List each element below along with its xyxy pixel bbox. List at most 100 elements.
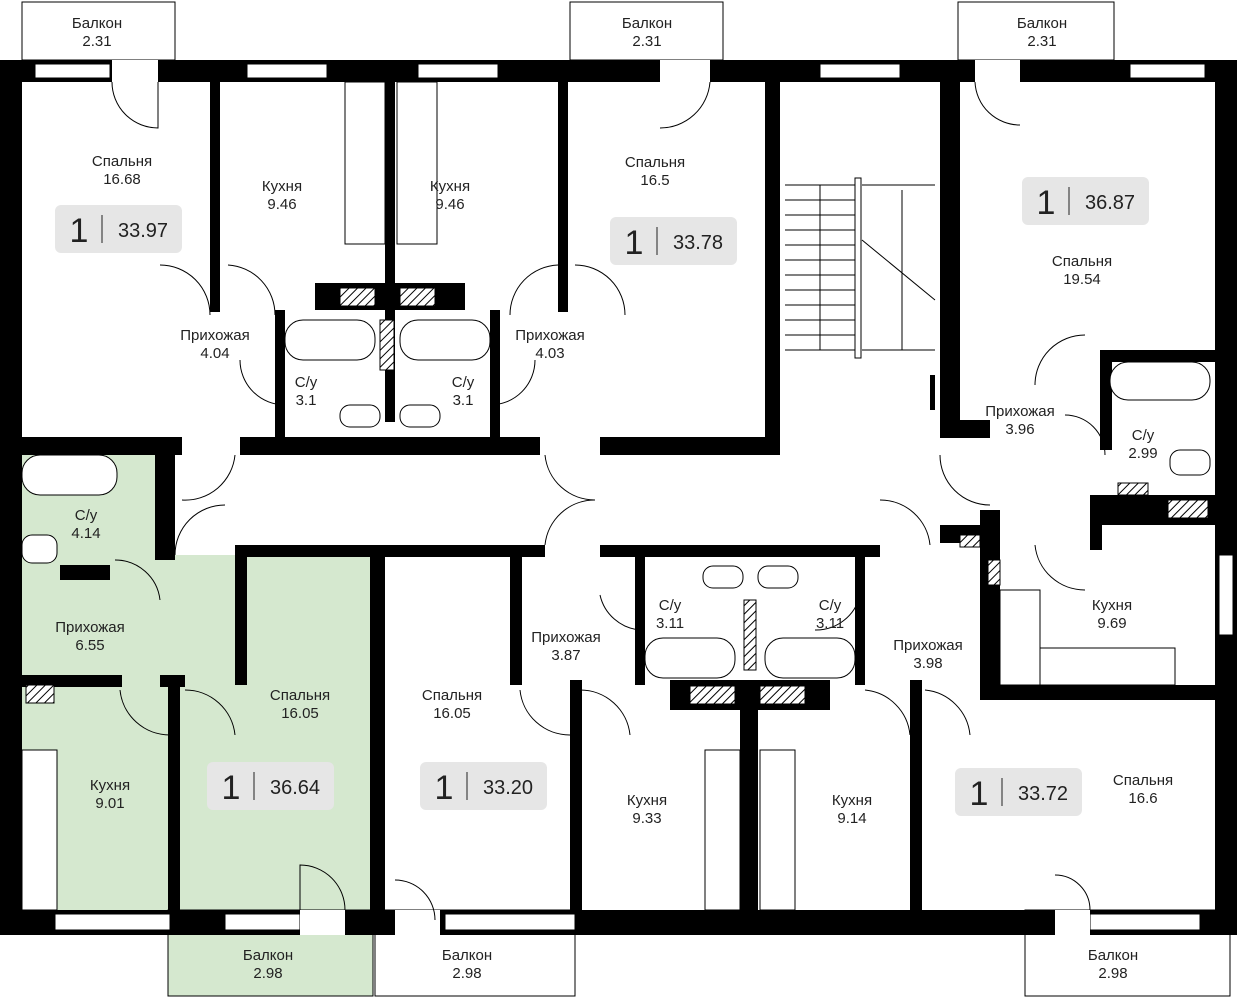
room-name: Прихожая xyxy=(531,629,601,646)
kitchen-counters xyxy=(21,81,1176,911)
room-area: 2.98 xyxy=(452,965,481,982)
room-name: Спальня xyxy=(270,687,330,704)
room-name: Балкон xyxy=(1017,15,1067,32)
room-name: С/у xyxy=(75,507,98,524)
badge-background xyxy=(610,217,737,265)
room-name: Спальня xyxy=(422,687,482,704)
room-name: Прихожая xyxy=(985,403,1055,420)
apartment-area: 33.97 xyxy=(118,220,168,242)
room-name: Балкон xyxy=(622,15,672,32)
apartment-area: 36.64 xyxy=(270,777,320,799)
room-name: Кухня xyxy=(90,777,130,794)
room-area: 2.31 xyxy=(82,33,111,50)
badge-background xyxy=(1022,177,1149,225)
room-name: Кухня xyxy=(262,178,302,195)
vent-shafts xyxy=(25,287,1209,705)
room-count: 1 xyxy=(1037,184,1056,222)
interior-walls xyxy=(22,82,1215,910)
room-area: 16.6 xyxy=(1128,790,1157,807)
room-area: 16.05 xyxy=(433,705,471,722)
room-name: Балкон xyxy=(442,947,492,964)
room-name: С/у xyxy=(819,597,842,614)
room-labels: Балкон2.31Балкон2.31Балкон2.31Спальня16.… xyxy=(55,15,1173,982)
room-count: 1 xyxy=(970,775,989,813)
room-area: 9.69 xyxy=(1097,615,1126,632)
room-area: 2.31 xyxy=(1027,33,1056,50)
room-name: Прихожая xyxy=(515,327,585,344)
room-area: 2.98 xyxy=(1098,965,1127,982)
badge-background xyxy=(955,768,1082,816)
room-area: 16.05 xyxy=(281,705,319,722)
room-area: 2.99 xyxy=(1128,445,1157,462)
badge-background xyxy=(207,762,334,810)
room-label: С/у3.11 xyxy=(656,597,684,632)
room-name: Спальня xyxy=(1113,772,1173,789)
windows xyxy=(34,63,1234,931)
room-area: 4.03 xyxy=(535,345,564,362)
room-area: 3.98 xyxy=(913,655,942,672)
room-label: С/у2.99 xyxy=(1128,427,1157,462)
room-label: С/у3.11 xyxy=(816,597,844,632)
highlighted-apartment[interactable] xyxy=(22,455,374,997)
room-name: С/у xyxy=(659,597,682,614)
apartment-area: 36.87 xyxy=(1085,192,1135,214)
room-name: Кухня xyxy=(430,178,470,195)
room-count: 1 xyxy=(70,212,89,250)
badge-background xyxy=(420,762,547,810)
room-area: 2.98 xyxy=(253,965,282,982)
room-area: 16.68 xyxy=(103,171,141,188)
staircase xyxy=(785,177,936,359)
apartment-area: 33.20 xyxy=(483,777,533,799)
room-area: 3.1 xyxy=(453,392,474,409)
room-area: 3.11 xyxy=(816,615,844,632)
room-name: Кухня xyxy=(1092,597,1132,614)
room-area: 19.54 xyxy=(1063,271,1101,288)
room-name: Кухня xyxy=(832,792,872,809)
room-name: Балкон xyxy=(1088,947,1138,964)
room-area: 16.5 xyxy=(640,172,669,189)
room-area: 9.46 xyxy=(435,196,464,213)
room-area: 9.01 xyxy=(95,795,124,812)
room-area: 4.04 xyxy=(200,345,229,362)
room-name: С/у xyxy=(1132,427,1155,444)
room-area: 3.11 xyxy=(656,615,684,632)
room-area: 6.55 xyxy=(75,637,104,654)
room-area: 9.46 xyxy=(267,196,296,213)
room-area: 3.87 xyxy=(551,647,580,664)
room-count: 1 xyxy=(625,224,644,262)
balcony-doors xyxy=(112,60,1090,935)
bathroom-fixtures xyxy=(21,319,1211,679)
room-area: 4.14 xyxy=(71,525,100,542)
room-count: 1 xyxy=(435,769,454,807)
room-count: 1 xyxy=(222,769,241,807)
room-name: Кухня xyxy=(627,792,667,809)
room-name: Спальня xyxy=(92,153,152,170)
